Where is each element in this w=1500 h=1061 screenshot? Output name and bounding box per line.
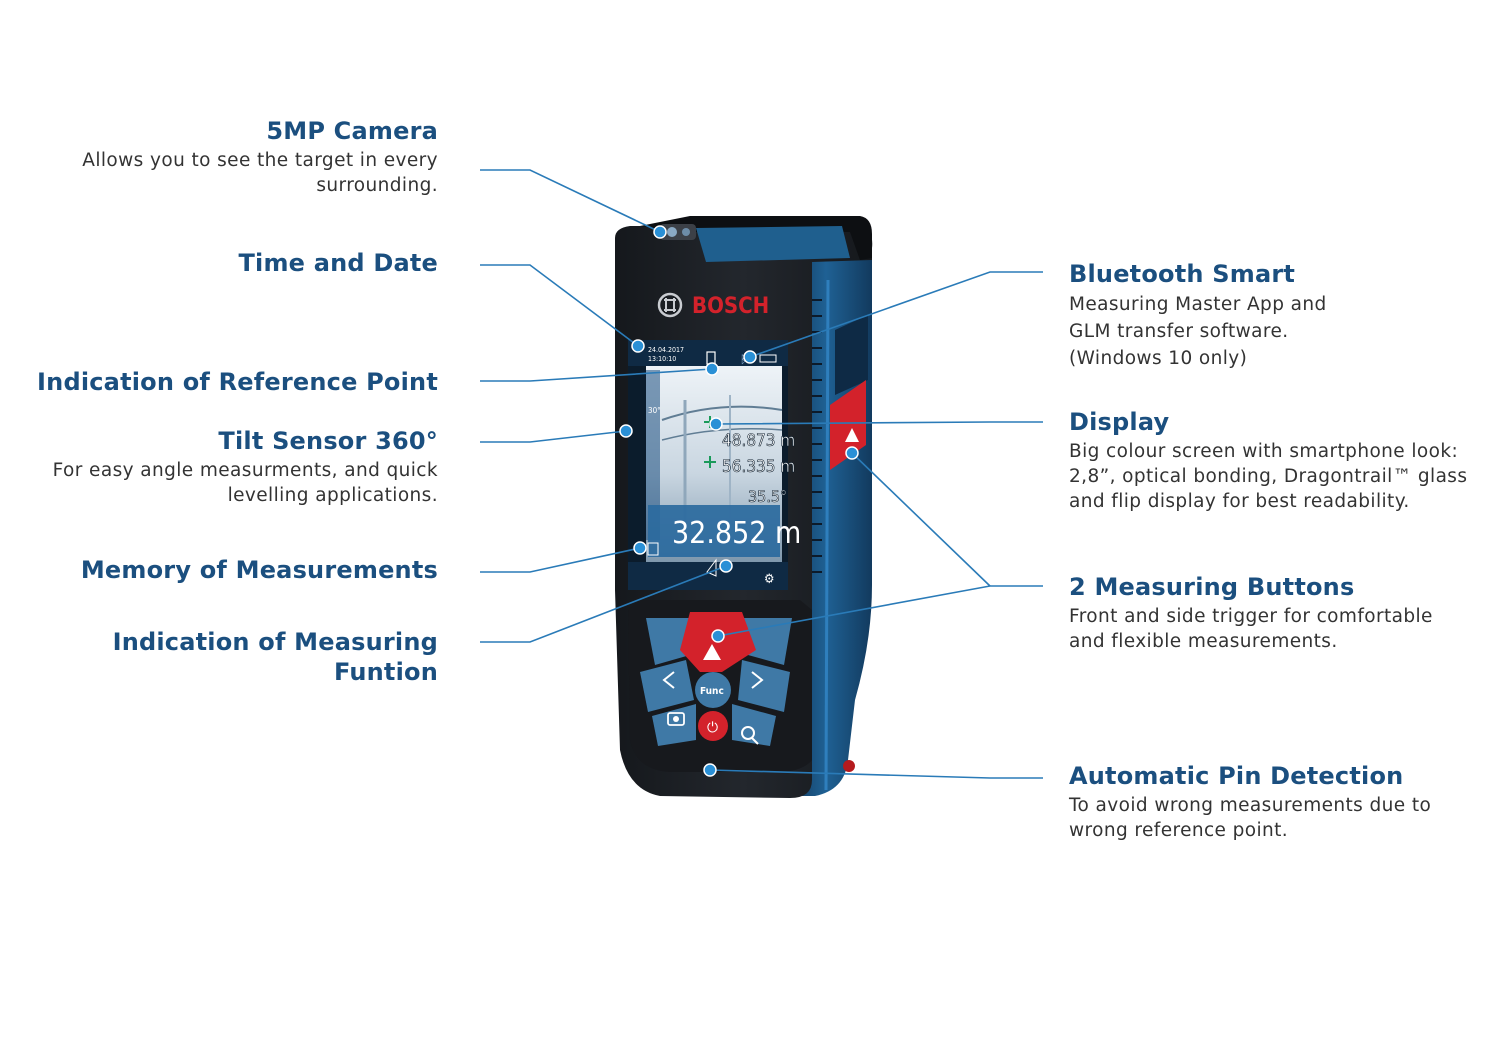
screen-reading-3: 35.5° [748,487,787,506]
func-key-label: Func [700,686,724,697]
screen-time: 13:10:10 [648,355,676,363]
callout-pin-detection: Automatic Pin Detection To avoid wrong m… [1069,761,1431,843]
plus-key [738,660,790,712]
callout-reference-point: Indication of Reference Point [37,367,438,397]
right-arrow-icon [751,671,764,689]
callout-buttons: 2 Measuring Buttons Front and side trigg… [1069,572,1433,654]
callout-title: Time and Date [238,249,438,277]
callout-bluetooth: Bluetooth Smart Measuring Master App and… [1069,259,1327,372]
power-icon: ⏻ [707,720,718,736]
leader-dots [619,225,859,777]
screen-reading-1: 48.873 m [722,431,795,451]
device-screen: 24.04.2017 13:10:10 ᛒ 30° 48.873 m 56.33… [628,340,801,590]
laser-window [696,226,850,262]
device-keypad: Func ⏻ [628,600,812,773]
settings-gear-icon: ⚙ [764,572,775,587]
screen-reading-2: 56.335 m [722,457,795,477]
bosch-logo-icon [657,292,683,318]
left-arrow-icon [662,671,675,689]
leader-lines [480,169,1043,779]
side-trigger-button [830,380,866,470]
callout-camera: 5MP Camera Allows you to see the target … [82,116,438,198]
callout-title: Automatic Pin Detection [1069,762,1404,790]
callout-measuring-function: Indication of Measuring Funtion [113,627,438,687]
callout-title: Tilt Sensor 360° [218,427,438,455]
brand-wordmark: BOSCH [692,294,769,319]
callout-time-date: Time and Date [238,248,438,278]
callout-title: Display [1069,408,1170,436]
camera-icon [667,712,685,726]
side-trigger-arrow-icon [845,428,859,442]
screen-main-reading: 32.852 m [672,516,801,551]
screen-date: 24.04.2017 [648,346,684,354]
callout-description: Big colour screen with smartphone look: … [1069,441,1468,512]
callout-display: Display Big colour screen with smartphon… [1069,407,1467,514]
zoom-icon [741,726,755,740]
tilt-indicator [646,370,660,540]
callout-tilt-sensor: Tilt Sensor 360° For easy angle measurme… [53,426,438,508]
callout-title: Indication of Measuring Funtion [112,628,438,686]
callout-description: Allows you to see the target in every su… [82,150,438,196]
power-key [698,711,728,741]
bluetooth-icon: ᛒ [740,353,747,366]
callout-description: Measuring Master App and GLM transfer so… [1069,294,1327,369]
callout-title: Memory of Measurements [80,556,438,584]
callout-title: 5MP Camera [266,117,438,145]
callout-title: 2 Measuring Buttons [1069,573,1355,601]
callout-description: Front and side trigger for comfortable a… [1069,606,1433,652]
pin-detector-light [843,760,855,772]
minus-key [640,660,694,712]
memory-icon [647,542,659,556]
battery-icon [759,354,777,363]
screen-angle: 30° [648,406,661,415]
callout-memory: Memory of Measurements [81,555,438,585]
callout-title: Indication of Reference Point [37,368,438,396]
callout-description: For easy angle measurments, and quick le… [52,460,438,506]
measure-arrow-icon [703,644,721,660]
callout-title: Bluetooth Smart [1069,260,1296,288]
callout-description: To avoid wrong measurements due to wrong… [1069,795,1432,841]
measuring-function-icon [706,558,717,577]
func-key [695,672,731,708]
